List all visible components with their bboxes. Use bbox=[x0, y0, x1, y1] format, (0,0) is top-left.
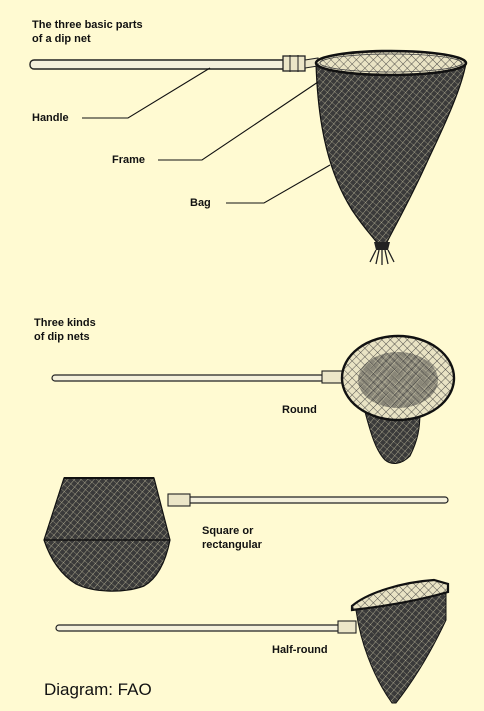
net-handle bbox=[30, 60, 288, 69]
square-net-bag bbox=[44, 478, 170, 591]
net-frame bbox=[316, 51, 466, 75]
section-title-kinds: Three kinds of dip nets bbox=[34, 316, 96, 344]
handle-ferrule bbox=[283, 56, 305, 71]
frame-pointer bbox=[158, 82, 318, 160]
handle-pointer bbox=[82, 68, 210, 118]
round-net-handle bbox=[52, 375, 324, 381]
label-bag: Bag bbox=[190, 196, 211, 210]
label-handle: Handle bbox=[32, 111, 69, 125]
diagram-credit: Diagram: FAO bbox=[44, 680, 152, 700]
half-round-net-handle bbox=[56, 625, 342, 631]
square-net-handle bbox=[186, 497, 448, 503]
label-frame: Frame bbox=[112, 153, 145, 167]
basic-dip-net bbox=[30, 51, 466, 265]
net-bag bbox=[316, 63, 466, 244]
label-round: Round bbox=[282, 403, 317, 417]
bag-pointer bbox=[226, 165, 330, 203]
round-dip-net bbox=[52, 336, 454, 463]
label-half-round: Half-round bbox=[272, 643, 328, 657]
label-square: Square or rectangular bbox=[202, 524, 262, 552]
section-title-basic-parts: The three basic parts of a dip net bbox=[32, 18, 143, 46]
